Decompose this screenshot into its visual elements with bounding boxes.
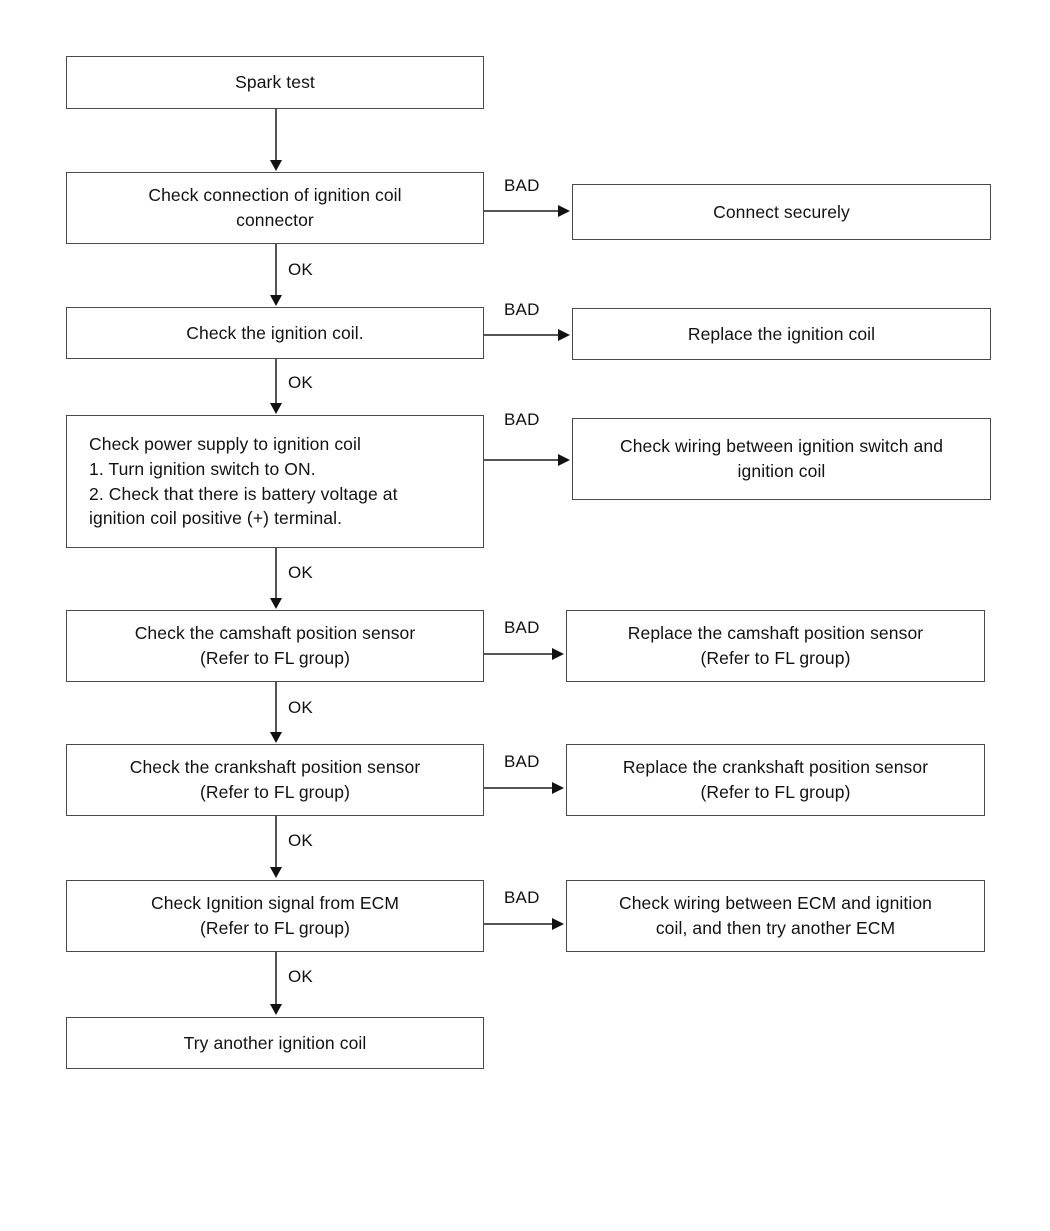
edge-label-ok-2: OK	[288, 373, 313, 392]
flow-node-label: Check wiring between ECM and ignition co…	[618, 893, 933, 938]
flow-node-replace-crankshaft-sensor: Replace the crankshaft position sensor (…	[566, 744, 985, 816]
edge-label-bad-3: BAD	[504, 410, 540, 429]
arrowhead-down-3	[270, 403, 282, 414]
flow-node-replace-coil: Replace the ignition coil	[572, 308, 991, 360]
flow-node-label: Replace the crankshaft position sensor (…	[622, 757, 929, 802]
flow-node-check-wiring-switch: Check wiring between ignition switch and…	[572, 418, 991, 500]
connector-vertical-6	[275, 816, 277, 868]
flow-node-check-connector: Check connection of ignition coil connec…	[66, 172, 484, 244]
flow-node-label: Check connection of ignition coil connec…	[148, 185, 402, 230]
flow-node-label: Replace the camshaft position sensor (Re…	[627, 623, 924, 668]
edge-label-bad-4: BAD	[504, 618, 540, 637]
connector-horizontal-5	[484, 787, 554, 789]
flow-node-check-camshaft-sensor: Check the camshaft position sensor (Refe…	[66, 610, 484, 682]
arrowhead-right-6	[552, 918, 564, 930]
flow-node-label: Check the camshaft position sensor (Refe…	[134, 623, 416, 668]
connector-vertical-3	[275, 359, 277, 404]
arrowhead-down-7	[270, 1004, 282, 1015]
connector-horizontal-3	[484, 459, 560, 461]
flow-node-label: Replace the ignition coil	[687, 323, 876, 344]
flow-node-label: Check Ignition signal from ECM (Refer to…	[150, 893, 400, 938]
connector-vertical-4	[275, 548, 277, 599]
arrowhead-down-5	[270, 732, 282, 743]
flow-node-connect-securely: Connect securely	[572, 184, 991, 240]
connector-horizontal-2	[484, 334, 560, 336]
arrowhead-right-4	[552, 648, 564, 660]
flow-node-check-crankshaft-sensor: Check the crankshaft position sensor (Re…	[66, 744, 484, 816]
edge-label-bad-1: BAD	[504, 176, 540, 195]
flow-node-check-power-supply: Check power supply to ignition coil 1. T…	[66, 415, 484, 548]
edge-label-ok-5: OK	[288, 831, 313, 850]
flow-node-label: Connect securely	[713, 201, 850, 222]
connector-horizontal-4	[484, 653, 554, 655]
edge-label-ok-3: OK	[288, 563, 313, 582]
flow-node-label: Check the ignition coil.	[186, 322, 364, 343]
flow-node-replace-camshaft-sensor: Replace the camshaft position sensor (Re…	[566, 610, 985, 682]
edge-label-ok-1: OK	[288, 260, 313, 279]
edge-label-bad-6: BAD	[504, 888, 540, 907]
arrowhead-down-4	[270, 598, 282, 609]
connector-horizontal-1	[484, 210, 560, 212]
flow-node-label: Spark test	[235, 72, 315, 93]
connector-vertical-7	[275, 952, 277, 1005]
arrowhead-down-6	[270, 867, 282, 878]
flow-node-check-coil: Check the ignition coil.	[66, 307, 484, 359]
arrowhead-down-1	[270, 160, 282, 171]
connector-vertical-5	[275, 682, 277, 733]
connector-vertical-1	[275, 109, 277, 161]
flow-node-label: Check power supply to ignition coil 1. T…	[89, 433, 398, 529]
flow-node-try-another-coil: Try another ignition coil	[66, 1017, 484, 1069]
connector-vertical-2	[275, 244, 277, 296]
connector-horizontal-6	[484, 923, 554, 925]
arrowhead-right-5	[552, 782, 564, 794]
flow-node-label: Check the crankshaft position sensor (Re…	[129, 757, 421, 802]
edge-label-ok-6: OK	[288, 967, 313, 986]
flow-node-label: Try another ignition coil	[183, 1032, 367, 1053]
edge-label-bad-5: BAD	[504, 752, 540, 771]
arrowhead-right-1	[558, 205, 570, 217]
arrowhead-down-2	[270, 295, 282, 306]
flow-node-spark-test: Spark test	[66, 56, 484, 109]
arrowhead-right-2	[558, 329, 570, 341]
flow-node-label: Check wiring between ignition switch and…	[619, 436, 944, 481]
edge-label-bad-2: BAD	[504, 300, 540, 319]
edge-label-ok-4: OK	[288, 698, 313, 717]
flow-node-check-wiring-ecm: Check wiring between ECM and ignition co…	[566, 880, 985, 952]
flow-node-check-ignition-signal: Check Ignition signal from ECM (Refer to…	[66, 880, 484, 952]
arrowhead-right-3	[558, 454, 570, 466]
